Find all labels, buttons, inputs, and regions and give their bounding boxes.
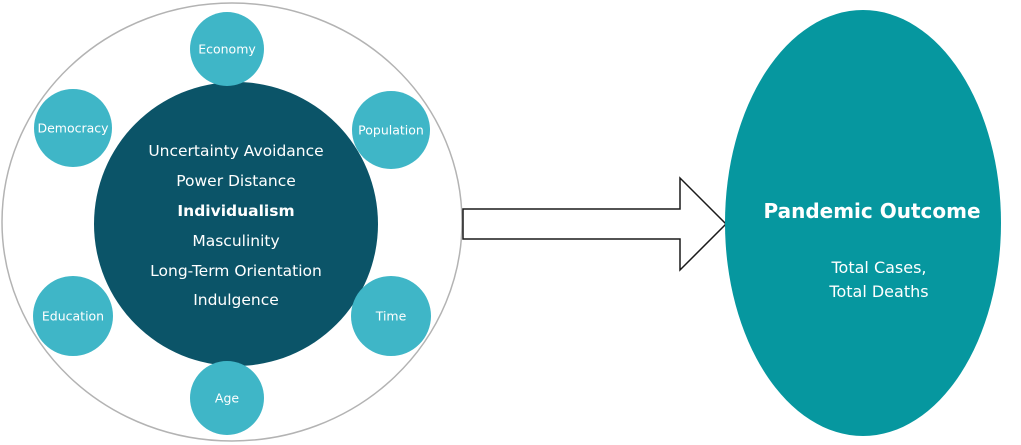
dimension-power-distance: Power Distance bbox=[176, 172, 296, 190]
outcome-total-deaths: Total Deaths bbox=[828, 282, 928, 301]
factor-population: Population bbox=[352, 91, 430, 169]
factor-education: Education bbox=[33, 276, 113, 356]
factor-population-circle bbox=[352, 91, 430, 169]
factor-time-circle bbox=[351, 276, 431, 356]
dimension-masculinity: Masculinity bbox=[192, 232, 279, 250]
factor-population-label: Population bbox=[358, 123, 424, 138]
factor-age-label: Age bbox=[215, 391, 239, 406]
factor-time: Time bbox=[351, 276, 431, 356]
dimension-long-term-orientation: Long-Term Orientation bbox=[150, 262, 322, 280]
factor-democracy-label: Democracy bbox=[37, 121, 109, 136]
block-arrow-icon bbox=[462, 176, 728, 272]
outcome-title: Pandemic Outcome bbox=[763, 199, 980, 223]
factor-democracy-circle bbox=[34, 89, 112, 167]
dimension-uncertainty-avoidance: Uncertainty Avoidance bbox=[148, 142, 323, 160]
pandemic-outcome-ellipse bbox=[725, 10, 1001, 436]
factor-economy-circle bbox=[190, 12, 264, 86]
factor-economy: Economy bbox=[190, 12, 264, 86]
factor-democracy: Democracy bbox=[34, 89, 112, 167]
factor-economy-label: Economy bbox=[198, 42, 256, 57]
outcome-total-cases: Total Cases, bbox=[830, 258, 926, 277]
factor-education-circle bbox=[33, 276, 113, 356]
cultural-dimensions-core bbox=[94, 82, 378, 366]
factor-age: Age bbox=[190, 361, 264, 435]
dimension-individualism: Individualism bbox=[177, 202, 294, 220]
dimension-indulgence: Indulgence bbox=[193, 291, 279, 309]
cultural-dimensions-list: Uncertainty Avoidance Power Distance Ind… bbox=[148, 142, 323, 309]
factor-age-circle bbox=[190, 361, 264, 435]
factor-time-label: Time bbox=[375, 309, 407, 324]
factor-education-label: Education bbox=[42, 309, 104, 324]
